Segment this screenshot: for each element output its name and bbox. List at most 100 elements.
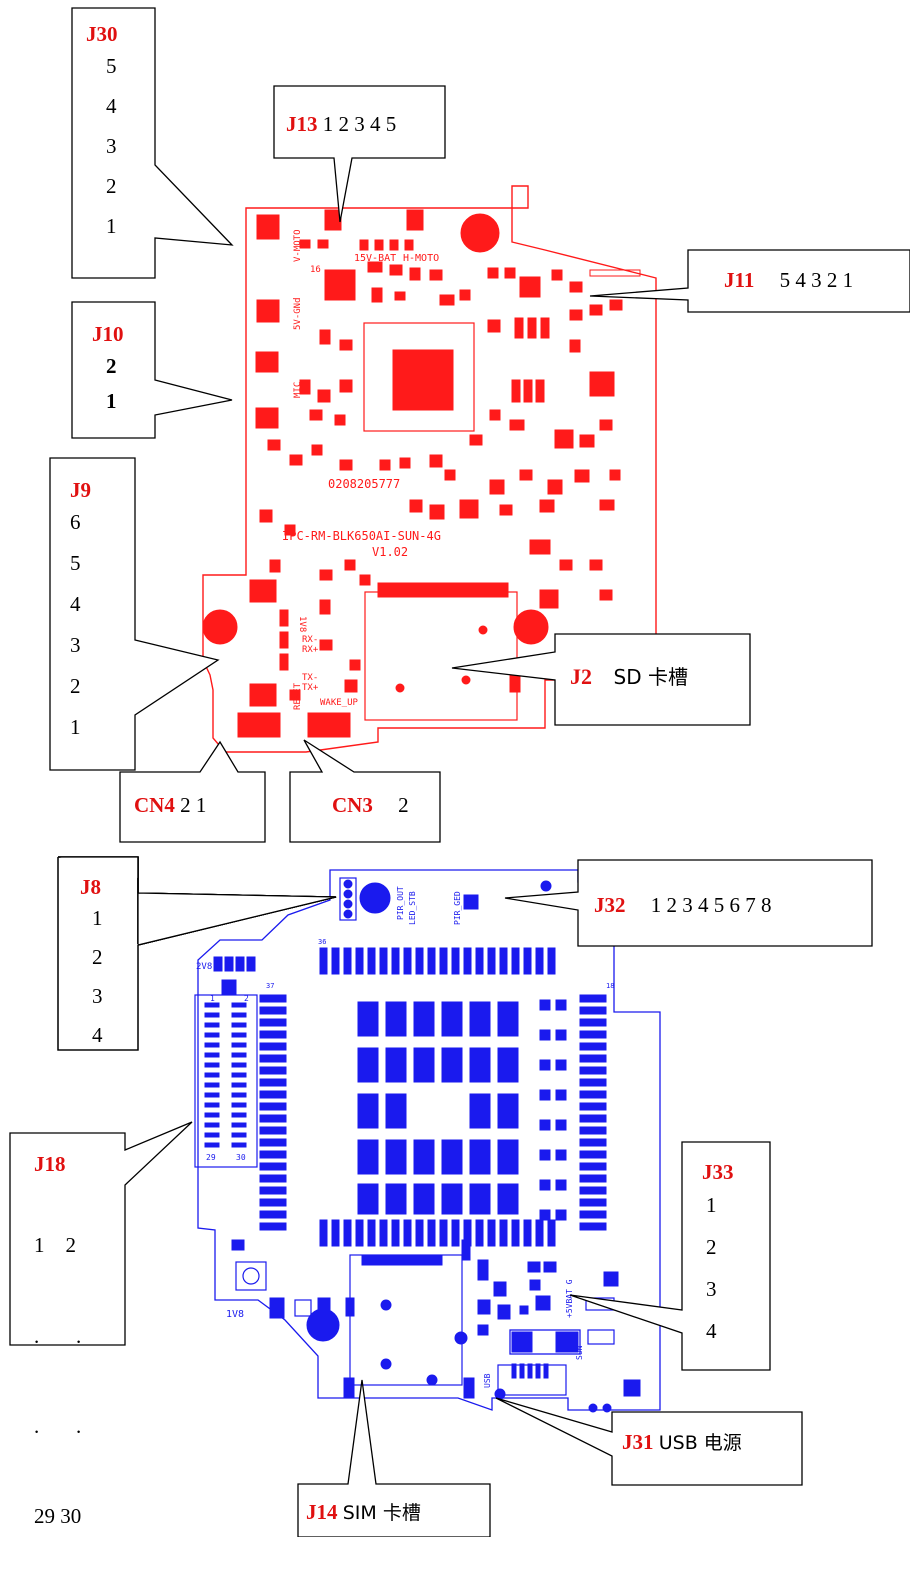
silk-v-moto: V-MOTO (293, 229, 303, 262)
silk-version: V1.02 (372, 545, 408, 559)
j31-frame (495, 1397, 803, 1486)
j13-id: J13 (286, 112, 318, 136)
j33-pin: 3 (706, 1277, 717, 1302)
pcb-diagram: V-MOTO 15V-BAT H-MOTO 5V-GNd 16 MIC 0208… (9, 7, 910, 1537)
silk-usb: USB (483, 1373, 492, 1388)
silk-2v8: 2V8 (196, 962, 212, 972)
callout-cn3: CN3 2 (332, 793, 409, 817)
j8-body (58, 857, 336, 945)
j8-stroke (58, 856, 337, 946)
j18-frame (9, 1121, 193, 1346)
j10-pins: 2 1 (92, 346, 124, 416)
callout-j30: J30 5 4 3 2 1 (86, 22, 118, 246)
j18-row: . . (34, 1323, 82, 1348)
j2-id: J2 (570, 664, 592, 689)
j33-pin: 4 (706, 1319, 717, 1344)
cn3-id: CN3 (332, 793, 373, 817)
j8-box-svg (57, 856, 337, 1051)
j8-pins: 1 2 3 4 (80, 899, 103, 1055)
module-left-pads (259, 994, 287, 1231)
silk-1v8: 1V8 (297, 616, 307, 632)
silk-led-stb: LED_STB (408, 891, 417, 925)
bottom-board (194, 869, 661, 1413)
silk-rx-plus: RX+ (302, 645, 319, 655)
j10-pin: 1 (106, 389, 117, 414)
j18-row: . . (34, 1413, 82, 1438)
cn3-frame (289, 739, 441, 843)
silk-reset: RESET (293, 682, 303, 710)
callout-j18: J18 1 2 . . . . 29 30 (34, 1152, 81, 1586)
silk-pir-ged: PIR_GED (453, 891, 462, 925)
module-bottom-pads (319, 1219, 556, 1247)
silk-pin-16: 16 (310, 265, 321, 275)
j10-frame (71, 301, 233, 439)
j8-pin: 4 (92, 1023, 103, 1048)
silk-pin-36: 36 (318, 938, 326, 946)
silk-tx-plus: TX+ (302, 683, 319, 693)
silk-j18-2: 2 (244, 994, 249, 1003)
mount-hole-top-right (460, 213, 500, 253)
bottom-board-silkscreen: PIR_OUT LED_STB PIR_GED 2V8 1V8 +5VBAT G… (196, 886, 614, 1388)
j10-id: J10 (92, 322, 124, 346)
silk-tx-minus: TX- (302, 673, 318, 683)
j13-pins: 1 2 3 4 5 (322, 112, 397, 136)
j9-pin: 1 (70, 715, 81, 740)
module-right-pads (579, 994, 607, 1231)
silk-pir-out: PIR_OUT (396, 886, 405, 920)
callout-j2: J2 SD 卡槽 (570, 664, 688, 689)
silk-j18-1: 1 (210, 994, 215, 1003)
j18-row: 1 2 (34, 1233, 76, 1258)
j33-id: J33 (702, 1160, 734, 1184)
callout-j8: J8 1 2 3 4 (80, 875, 103, 1055)
j14-frame (297, 1379, 491, 1537)
callout-j32: J32 1 2 3 4 5 6 7 8 (594, 893, 772, 917)
callout-j13: J13 1 2 3 4 5 (286, 112, 396, 136)
silk-model: IPC-RM-BLK650AI-SUN-4G (282, 529, 441, 543)
j9-pin: 4 (70, 592, 81, 617)
cn3-pins: 2 (398, 793, 409, 817)
j9-pin: 3 (70, 633, 81, 658)
cn4-id: CN4 (134, 793, 175, 817)
top-board (202, 185, 657, 753)
j9-frame (49, 457, 220, 771)
j18-pins: 1 2 . . . . 29 30 (34, 1176, 81, 1585)
j2-frame (451, 633, 751, 726)
callout-j33: J33 1 2 3 4 (702, 1160, 734, 1352)
top-board-silkscreen: V-MOTO 15V-BAT H-MOTO 5V-GNd 16 MIC 0208… (282, 229, 441, 710)
module-center-pads (357, 999, 567, 1221)
silk-bat: 15V-BAT (354, 253, 396, 264)
j8-pin: 3 (92, 984, 103, 1009)
callout-j10: J10 2 1 (92, 322, 124, 416)
j32-id: J32 (594, 893, 626, 917)
j18-connector (194, 994, 258, 1168)
j31-id: J31 (622, 1430, 654, 1454)
bottom-board-outline (197, 869, 661, 1411)
mount-hole-left (202, 609, 238, 645)
j9-id: J9 (70, 478, 91, 502)
j18-id: J18 (34, 1152, 66, 1176)
silk-5v: 5V-GNd (293, 297, 303, 330)
silk-serial: 0208205777 (328, 477, 400, 491)
j30-pin: 3 (106, 134, 117, 159)
j14-label: SIM 卡槽 (342, 1502, 421, 1524)
j11-pins: 5 4 3 2 1 (779, 268, 854, 292)
j9-pin: 5 (70, 551, 81, 576)
callout-cn4: CN4 2 1 (134, 793, 206, 817)
callout-j14: J14 SIM 卡槽 (306, 1500, 421, 1525)
silk-sun: SUN (575, 1345, 584, 1360)
j2-label: SD 卡槽 (613, 665, 688, 689)
j14-id: J14 (306, 1500, 338, 1524)
callout-j31: J31 USB 电源 (622, 1430, 742, 1455)
j10-pin: 2 (106, 354, 117, 379)
j8-pin: 1 (92, 906, 103, 931)
j9-pin: 2 (70, 674, 81, 699)
j32-pins: 1 2 3 4 5 6 7 8 (650, 893, 772, 917)
j30-pin: 2 (106, 174, 117, 199)
j30-id: J30 (86, 22, 118, 46)
mount-hole-bottom-top (359, 882, 391, 914)
silk-vbat: +5VBAT G (565, 1279, 574, 1318)
main-soc-outline (363, 322, 475, 432)
silk-j18-29: 29 (206, 1153, 216, 1162)
silk-h-moto: H-MOTO (403, 253, 439, 264)
j33-pin: 1 (706, 1193, 717, 1218)
